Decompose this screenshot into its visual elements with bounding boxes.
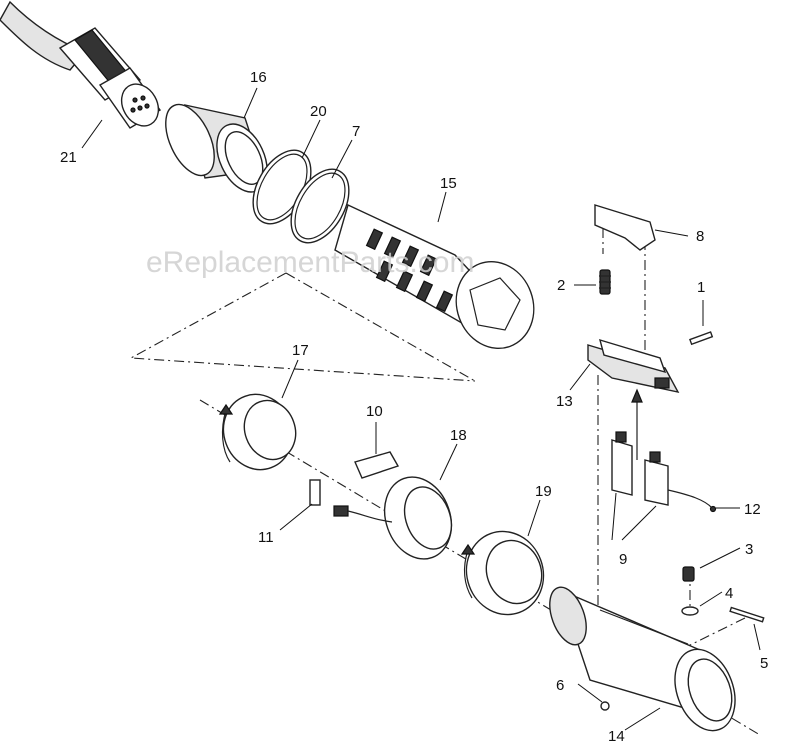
part-2-spring xyxy=(599,269,611,295)
watermark: eReplacementParts.com xyxy=(146,246,474,279)
part-11-label xyxy=(309,479,321,506)
callout-5: 5 xyxy=(760,655,768,672)
part-1-pin xyxy=(689,331,714,346)
callout-17: 17 xyxy=(292,342,309,359)
part-13-switch-housing xyxy=(587,338,680,393)
part-6-ball xyxy=(600,701,610,711)
callout-2: 2 xyxy=(557,277,565,294)
callout-3: 3 xyxy=(745,541,753,558)
part-12-wire xyxy=(667,489,713,509)
part-9-switch-contacts xyxy=(611,431,669,506)
callout-20: 20 xyxy=(310,103,327,120)
part-17-ring xyxy=(218,393,297,471)
callout-6: 6 xyxy=(556,677,564,694)
callout-13: 13 xyxy=(556,393,573,410)
part-10-label xyxy=(354,451,400,479)
callout-1: 1 xyxy=(697,279,705,296)
part-19-ring xyxy=(460,530,545,616)
part-5-pin xyxy=(729,606,765,623)
callout-12: 12 xyxy=(744,501,761,518)
callout-labels: 1 2 3 4 5 6 7 8 9 10 11 12 13 14 15 16 1… xyxy=(60,69,768,745)
callout-14: 14 xyxy=(608,728,625,745)
callout-9: 9 xyxy=(619,551,627,568)
callout-21: 21 xyxy=(60,149,77,166)
part-18-ring xyxy=(333,476,453,560)
callout-7: 7 xyxy=(352,123,360,140)
part-16-collar xyxy=(165,103,268,193)
callout-4: 4 xyxy=(725,585,733,602)
callout-11: 11 xyxy=(258,529,274,546)
callout-10: 10 xyxy=(366,403,383,420)
callout-15: 15 xyxy=(440,175,457,192)
part-4-washer xyxy=(681,606,699,616)
callout-16: 16 xyxy=(250,69,267,86)
callout-8: 8 xyxy=(696,228,704,245)
callout-18: 18 xyxy=(450,427,467,444)
part-8-cap xyxy=(594,204,656,251)
callout-19: 19 xyxy=(535,483,552,500)
part-15-handle xyxy=(334,204,535,350)
part-21-cable-plug xyxy=(0,0,162,129)
part-14-body xyxy=(549,586,736,732)
leader-lines xyxy=(81,87,761,731)
part-7-o-ring xyxy=(290,168,350,244)
part-3-screw xyxy=(682,566,695,582)
